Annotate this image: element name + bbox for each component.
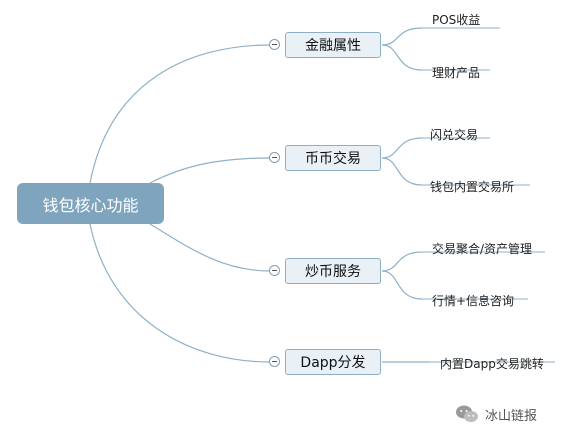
leaf-built-in-exchange[interactable]: 钱包内置交易所 <box>430 180 515 194</box>
branch-node-coin-trade[interactable]: 币币交易 <box>285 145 381 171</box>
connector-finance-leaf-2 <box>381 44 423 71</box>
connector-coin-trade-leaf-1 <box>381 137 423 159</box>
collapse-toggle-speculation[interactable] <box>269 265 280 276</box>
connector-root-to-finance <box>89 44 271 184</box>
leaf-dapp-jump[interactable]: 内置Dapp交易跳转 <box>440 357 544 371</box>
leaf-instant-swap[interactable]: 闪兑交易 <box>430 128 479 142</box>
branch-node-speculation[interactable]: 炒币服务 <box>285 258 381 284</box>
connector-root-to-dapp <box>89 223 271 363</box>
watermark: 冰山链报 <box>455 403 537 425</box>
connector-speculation-leaf-1 <box>381 251 423 272</box>
root-node[interactable]: 钱包核心功能 <box>17 183 164 224</box>
collapse-toggle-coin-trade[interactable] <box>269 152 280 163</box>
leaf-market-info[interactable]: 行情+信息咨询 <box>432 294 515 308</box>
leaf-pos-income[interactable]: POS收益 <box>432 13 481 27</box>
watermark-text: 冰山链报 <box>485 408 538 424</box>
connector-coin-trade-leaf-2 <box>381 157 423 186</box>
connector-root-to-speculation <box>149 223 271 272</box>
collapse-toggle-dapp[interactable] <box>269 356 280 367</box>
connector-finance-leaf-1 <box>381 27 423 46</box>
branch-node-finance[interactable]: 金融属性 <box>285 32 381 58</box>
connector-speculation-leaf-2 <box>381 270 423 300</box>
wechat-icon <box>456 405 478 422</box>
connector-root-to-coin-trade <box>149 157 271 184</box>
collapse-toggle-finance[interactable] <box>269 39 280 50</box>
leaf-trade-aggregation[interactable]: 交易聚合/资产管理 <box>432 242 533 256</box>
leaf-wealth-products[interactable]: 理财产品 <box>432 66 481 80</box>
branch-node-dapp[interactable]: Dapp分发 <box>285 349 381 375</box>
